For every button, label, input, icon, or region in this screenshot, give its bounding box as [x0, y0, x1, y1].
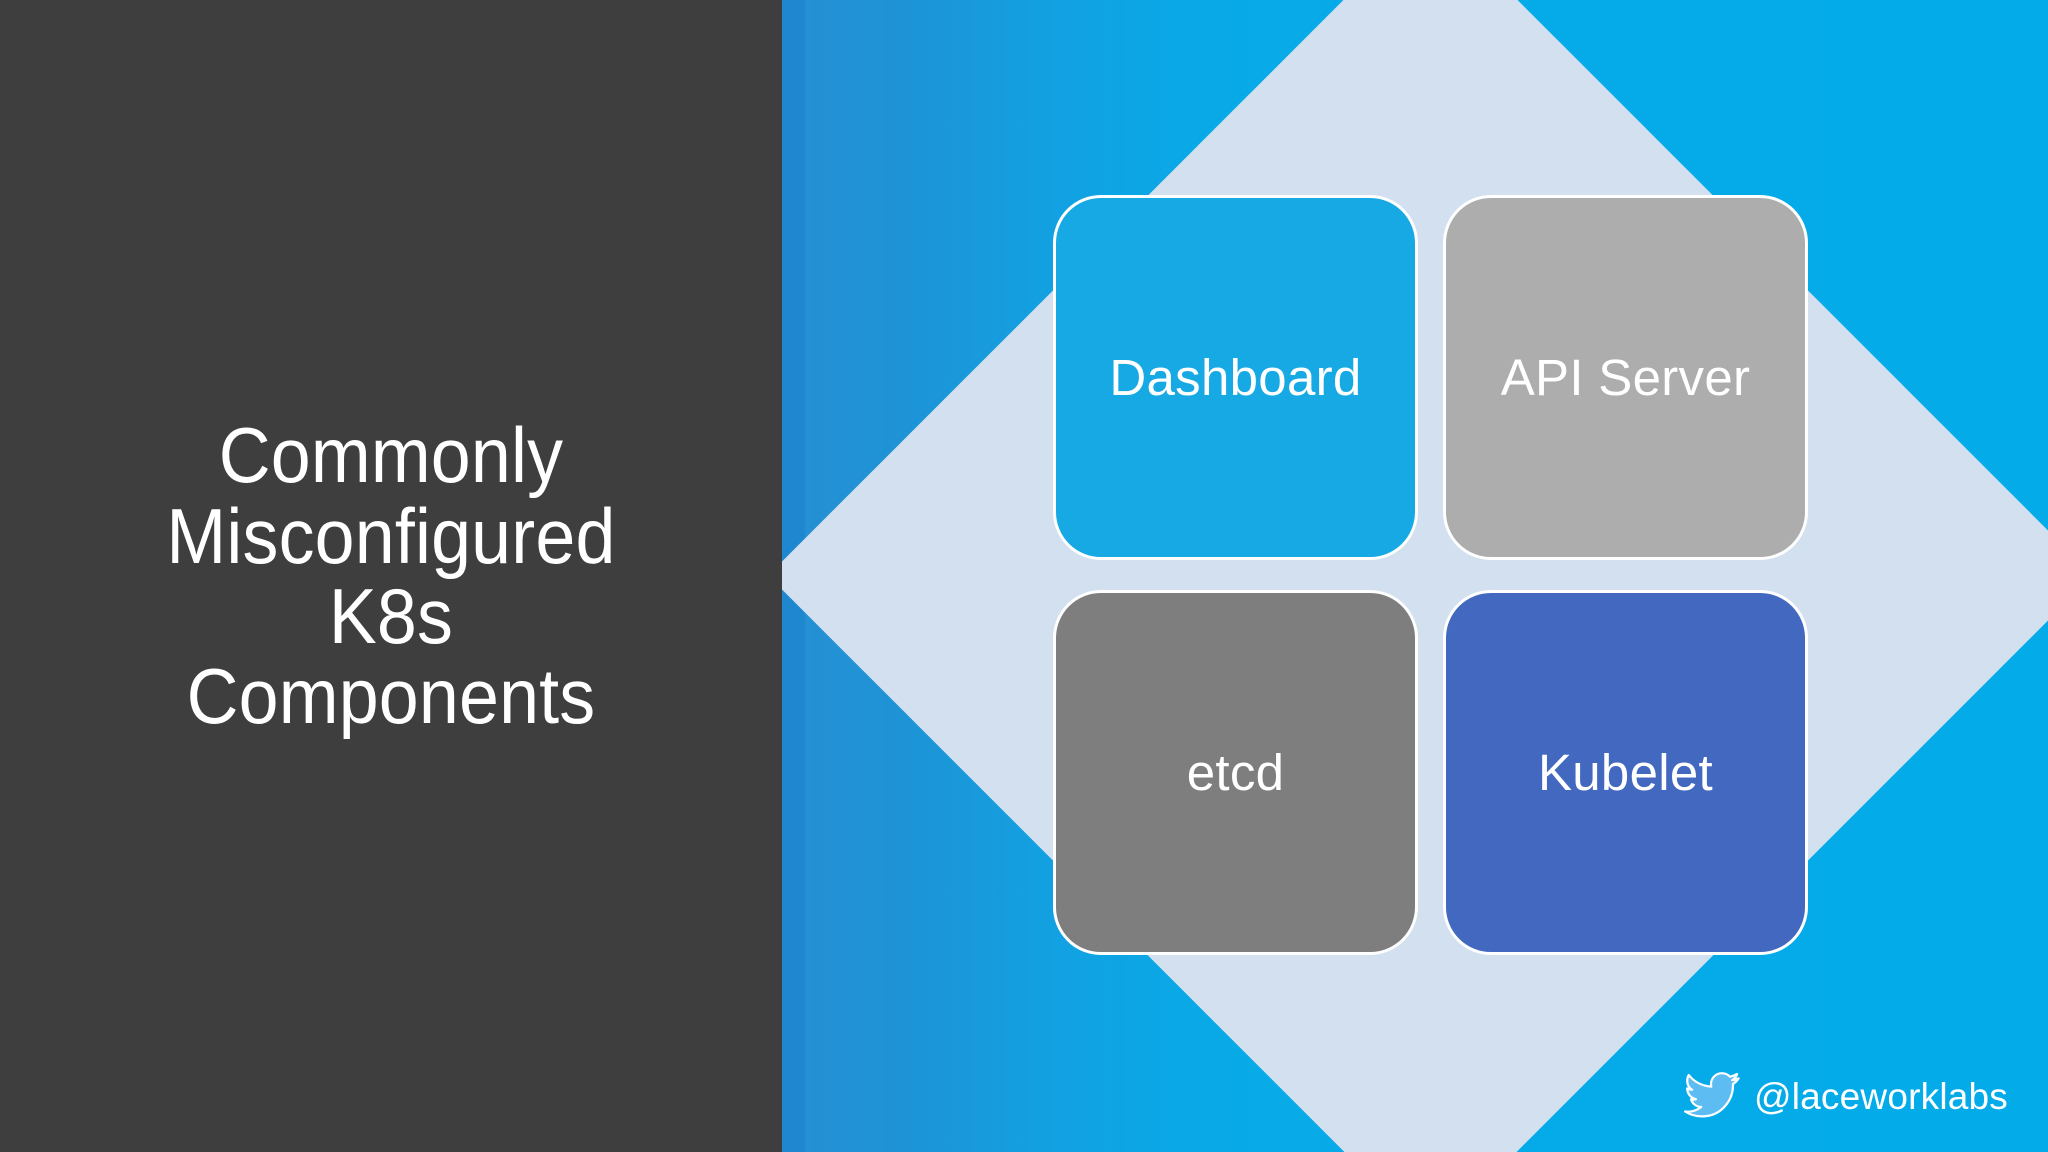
- page-title-line-3: K8s: [328, 572, 454, 660]
- page-title-line-4: Components: [186, 652, 596, 741]
- tile-dashboard[interactable]: Dashboard: [1053, 195, 1418, 560]
- page-title-line-2: Misconfigured: [166, 491, 616, 580]
- title-panel: Commonly Misconfigured K8s Components: [0, 0, 782, 1152]
- tile-etcd-label: etcd: [1186, 744, 1285, 801]
- tile-dashboard-label: Dashboard: [1109, 349, 1362, 406]
- page-title: Commonly Misconfigured K8s Components: [69, 411, 713, 741]
- twitter-bird-icon: [1683, 1072, 1740, 1122]
- twitter-bird-icon-svg: [1683, 1072, 1740, 1118]
- tile-etcd[interactable]: etcd: [1053, 590, 1418, 955]
- tile-kubelet-label: Kubelet: [1537, 744, 1714, 801]
- page-title-line-1: Commonly: [218, 411, 564, 500]
- tile-kubelet[interactable]: Kubelet: [1443, 590, 1808, 955]
- tile-api-server[interactable]: API Server: [1443, 195, 1808, 560]
- diagram-panel: Dashboard API Server etcd Kubelet: [782, 0, 2048, 1152]
- twitter-handle-label: @laceworklabs: [1753, 1076, 2008, 1117]
- component-tile-grid: Dashboard API Server etcd Kubelet: [1053, 195, 1808, 955]
- tile-api-server-label: API Server: [1500, 349, 1751, 406]
- twitter-handle[interactable]: @laceworklabs: [1683, 1072, 2008, 1122]
